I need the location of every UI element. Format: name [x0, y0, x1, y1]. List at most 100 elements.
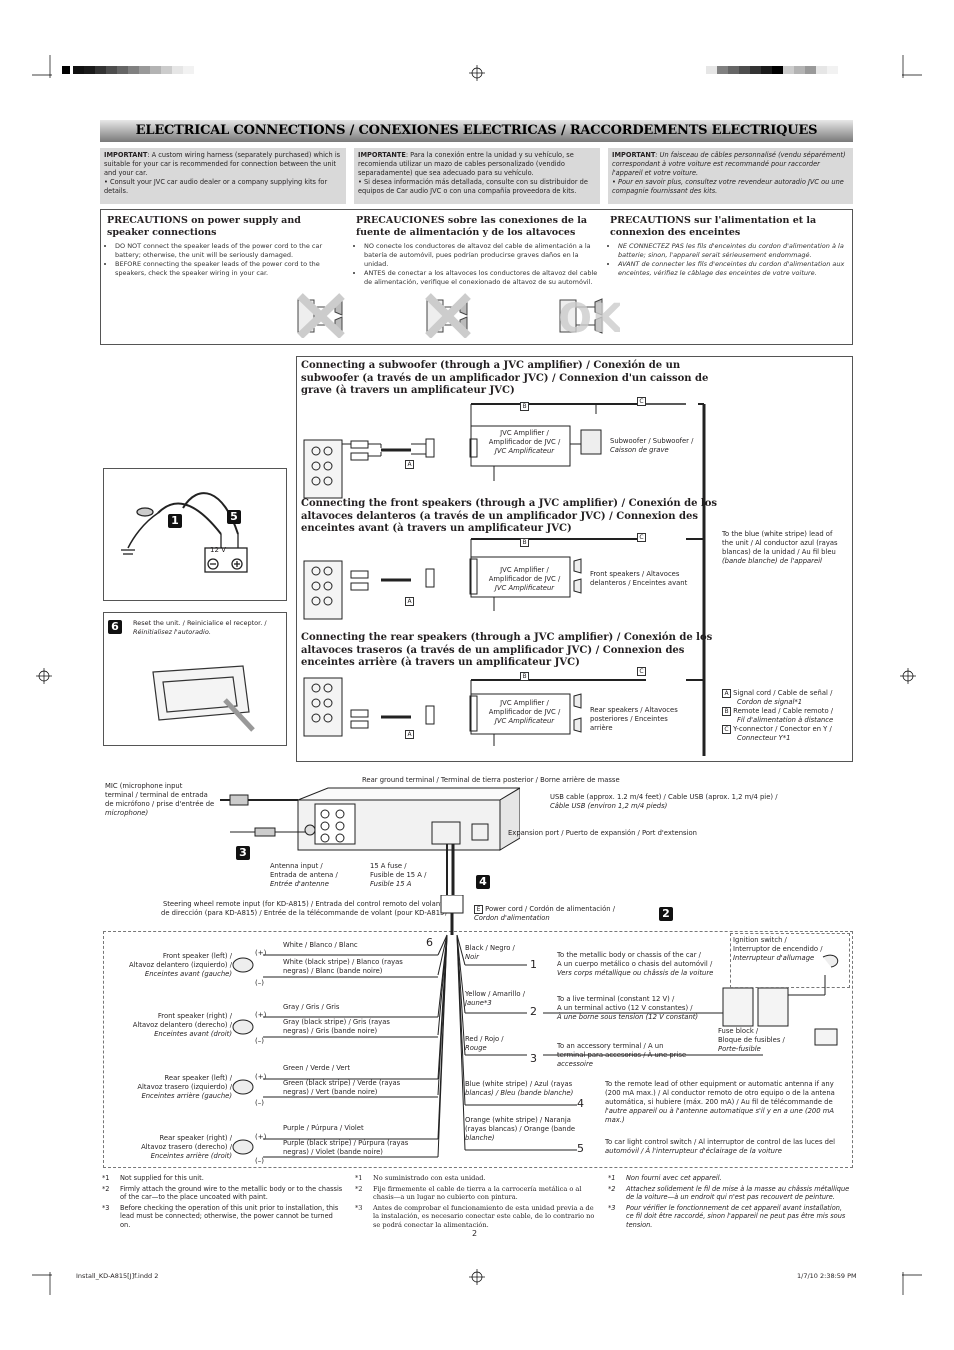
wire-number: 5 [577, 1142, 584, 1155]
svg-text:(–): (–) [255, 1157, 264, 1165]
marker-a: A [405, 460, 414, 469]
power-cord-label: E Power cord / Cordón de alimentación /C… [474, 905, 615, 922]
svg-text:(+): (+) [255, 1011, 267, 1019]
fuse-label: 15 A fuse /Fusible de 15 A /Fusible 15 A [370, 862, 427, 888]
legend-item: C Y-connector / Conector en Y /Connecteu… [722, 725, 850, 743]
subwoofer-label: Subwoofer / Subwoofer /Caisson de grave [610, 437, 694, 454]
amp-label-rear: JVC Amplifier /Amplificador de JVC /JVC … [488, 699, 561, 725]
speaker-label: Front speaker (right) /Altavoz delantero… [132, 1012, 232, 1038]
ignition-switch-box [730, 933, 850, 988]
wire-label: White / Blanco / Blanc [283, 941, 358, 949]
marker-c: C [637, 397, 646, 406]
important-head: IMPORTANTE [358, 151, 406, 159]
step-badge-4: 4 [476, 875, 490, 889]
precautions-title: PRECAUTIONS on power supply and speaker … [107, 215, 301, 238]
amp-label-front: JVC Amplifier /Amplificador de JVC /JVC … [488, 566, 561, 592]
legend: A Signal cord / Cable de señal /Cordon d… [722, 689, 850, 743]
step-badge-6: 6 [108, 620, 122, 634]
amplifier-diagram [303, 403, 706, 756]
step-badge-1: 1 [168, 514, 182, 528]
section-title-subwoofer: Connecting a subwoofer (through a JVC am… [301, 360, 709, 396]
subwoofer-diagram [303, 403, 686, 499]
important-note-en: IMPORTANT: A custom wiring harness (sepa… [100, 148, 346, 204]
important-head: IMPORTANT [612, 151, 656, 159]
section-title-rear: Connecting the rear speakers (through a … [301, 632, 713, 668]
legend-item: A Signal cord / Cable de señal /Cordon d… [722, 689, 850, 707]
reset-illustration [152, 665, 255, 732]
power-wiring-box [103, 931, 853, 1168]
amplifier-connections-box [296, 356, 853, 762]
svg-text:(–): (–) [255, 1099, 264, 1107]
step-badge-5: 5 [227, 510, 241, 524]
important-text: : Para la conexión entre la unidad y su … [358, 151, 574, 177]
important-head: IMPORTANT [104, 151, 148, 159]
important-bullet: • Pour en savoir plus, consultez votre r… [612, 178, 844, 195]
wire-number: 1 [530, 958, 537, 971]
important-text: : A custom wiring harness (separately pu… [104, 151, 341, 177]
svg-text:(–): (–) [255, 1037, 264, 1045]
wire-label: Purple / Púrpura / Violet [283, 1124, 364, 1132]
page-title: ELECTRICAL CONNECTIONS / CONEXIONES ELEC… [100, 120, 853, 142]
precautions-es: PRECAUCIONES sobre las conexiones de la … [356, 215, 600, 287]
step-badge-3: 3 [236, 846, 250, 860]
power-wire-label: Red / Rojo /Rouge [465, 1035, 504, 1052]
expansion-port-label: Expansion port / Puerto de expansión / P… [508, 829, 697, 837]
svg-text:(+): (+) [255, 1073, 267, 1081]
power-wire-label: Yellow / Amarillo /Jaune*3 [465, 990, 526, 1007]
precautions-title: PRECAUCIONES sobre las conexiones de la … [356, 215, 588, 238]
speaker-label: Front speaker (left) /Altavoz delantero … [129, 952, 232, 978]
marker-b: B [520, 672, 529, 681]
speaker-label: Rear speaker (left) /Altavoz trasero (iz… [137, 1074, 232, 1100]
svg-text:(+): (+) [255, 1133, 267, 1141]
ok-mark: OK [558, 296, 620, 338]
section-title-front: Connecting the front speakers (through a… [301, 498, 718, 534]
usb-cable-label: USB cable (approx. 1.2 m/4 feet) / Cable… [550, 793, 778, 810]
precaution-item: NE CONNECTEZ PAS les fils d'enceintes du… [618, 242, 848, 260]
precaution-item: BEFORE connecting the speaker leads of t… [115, 260, 343, 278]
precautions-title: PRECAUTIONS sur l'alimentation et la con… [610, 215, 817, 238]
power-wire-destination: To the remote lead of other equipment or… [605, 1080, 835, 1124]
important-text: : Un faisceau de câbles personnalisé (ve… [612, 151, 846, 177]
wire-label: Green / Verde / Vert [283, 1064, 351, 1072]
power-wire-destination: To car light control switch / Al interru… [605, 1138, 836, 1155]
marker-a: A [405, 730, 414, 739]
antenna-label: Antenna input /Entrada de antena /Entrée… [270, 862, 338, 888]
wire-number: 2 [530, 1005, 537, 1018]
reset-box [103, 612, 287, 746]
connector-number: 6 [426, 936, 433, 949]
marker-b: B [520, 402, 529, 411]
battery-diagram [121, 492, 248, 573]
precaution-diagrams: OK [297, 293, 620, 338]
important-note-es: IMPORTANTE: Para la conexión entre la un… [354, 148, 600, 204]
important-note-fr: IMPORTANT: Un faisceau de câbles personn… [608, 148, 853, 204]
step-badge-2: 2 [659, 907, 673, 921]
rear-ground-label: Rear ground terminal / Terminal de tierr… [362, 776, 620, 784]
fuse-block-label: Fuse block /Bloque de fusibles /Porte-fu… [718, 1027, 785, 1053]
page-number: 2 [472, 1229, 478, 1238]
amp-label-sub: JVC Amplifier /Amplificador de JVC /JVC … [488, 429, 561, 455]
wire-number: 3 [530, 1052, 537, 1065]
marker-c: C [637, 533, 646, 542]
wire-label: Gray / Gris / Gris [283, 1003, 340, 1011]
precautions-fr: PRECAUTIONS sur l'alimentation et la con… [610, 215, 848, 278]
power-wire-destination: To a live terminal (constant 12 V) /A un… [557, 995, 699, 1021]
svg-text:(+): (+) [255, 949, 267, 957]
